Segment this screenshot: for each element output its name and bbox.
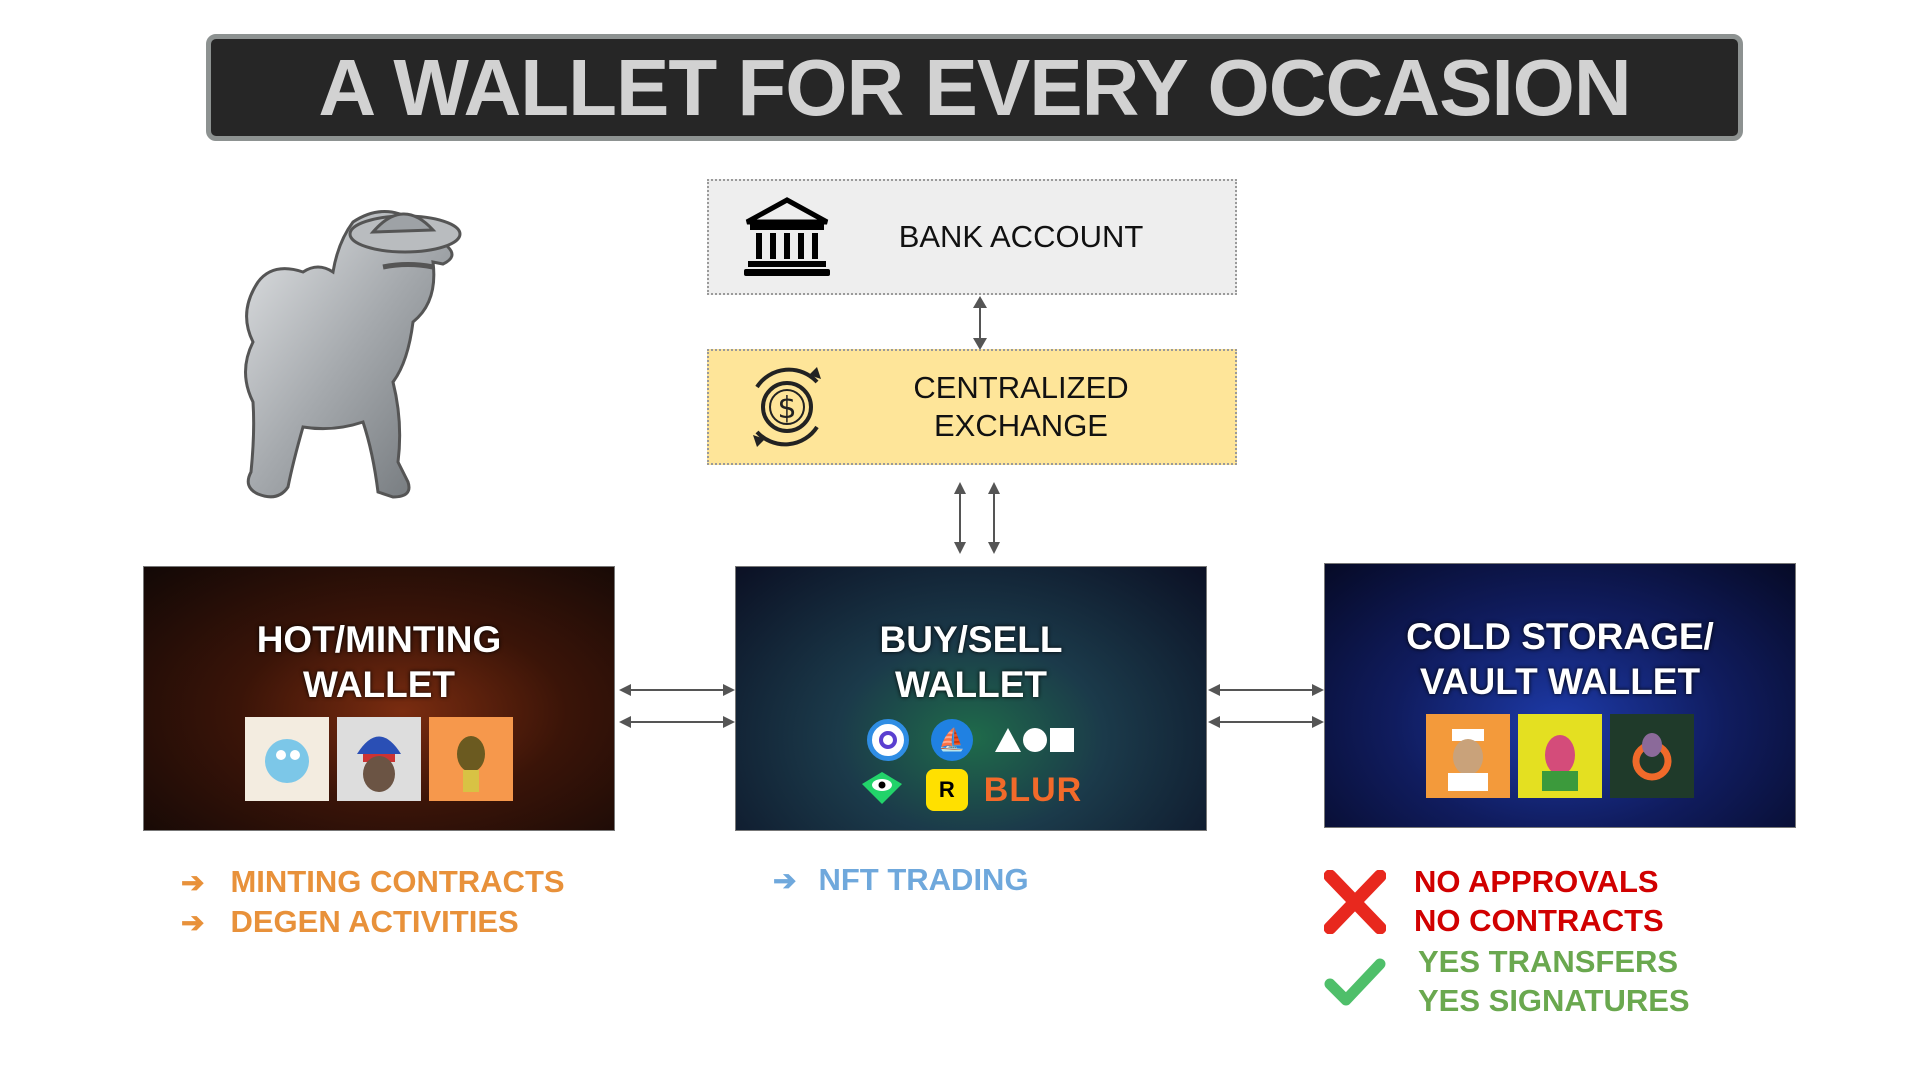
green-check-icon bbox=[1324, 958, 1386, 1006]
nft-thumbnail-lifebuoy-ape bbox=[1610, 714, 1694, 798]
cold-wallet-no-notes: NO APPROVALS NO CONTRACTS bbox=[1414, 862, 1664, 940]
hot-buysell-double-arrows bbox=[619, 684, 735, 728]
x2y2-eye-logo-icon[interactable] bbox=[860, 770, 904, 811]
nft-thumbnail-ape-helmet bbox=[337, 717, 421, 801]
opensea-logo-icon[interactable]: ⛵ bbox=[931, 719, 973, 761]
dollar-exchange-icon: $ bbox=[727, 357, 847, 457]
nft-thumbnail-blue-creature bbox=[245, 717, 329, 801]
exchange-buysell-double-arrows bbox=[954, 482, 1000, 554]
buy-wallet-notes: ➔NFT TRADING bbox=[773, 860, 1029, 900]
buysell-cold-double-arrows bbox=[1208, 684, 1324, 728]
arrow-right-icon: ➔ bbox=[181, 867, 205, 898]
note-item: ➔MINTING CONTRACTS bbox=[181, 864, 565, 899]
svg-text:$: $ bbox=[777, 391, 796, 426]
note-item: ➔NFT TRADING bbox=[773, 862, 1029, 897]
page-title: A WALLET FOR EVERY OCCASION bbox=[318, 42, 1631, 132]
note-item: YES SIGNATURES bbox=[1418, 983, 1690, 1018]
bank-account-label: BANK ACCOUNT bbox=[898, 219, 1144, 254]
hot-wallet-notes: ➔MINTING CONTRACTS ➔DEGEN ACTIVITIES bbox=[181, 862, 565, 942]
nft-thumbnail-bored-ape bbox=[429, 717, 513, 801]
note-item: YES TRANSFERS bbox=[1418, 944, 1679, 979]
looksrare-ring-logo-icon[interactable] bbox=[867, 719, 909, 761]
arrow-right-icon: ➔ bbox=[181, 907, 205, 938]
cold-wallet-yes-notes: YES TRANSFERS YES SIGNATURES bbox=[1418, 942, 1690, 1020]
note-item: NO CONTRACTS bbox=[1414, 903, 1664, 938]
rarible-logo-icon[interactable]: R bbox=[925, 769, 968, 811]
silver-dog-mascot-illustration bbox=[244, 210, 462, 499]
note-item: ➔DEGEN ACTIVITIES bbox=[181, 904, 519, 939]
note-item: NO APPROVALS bbox=[1414, 864, 1659, 899]
bank-exchange-double-arrow bbox=[973, 296, 987, 350]
nft-thumbnail-mutant-ape bbox=[1518, 714, 1602, 798]
title-banner: A WALLET FOR EVERY OCCASION bbox=[206, 34, 1743, 141]
bank-icon bbox=[727, 187, 847, 287]
nft-thumbnail-captain-ape bbox=[1426, 714, 1510, 798]
blur-logo[interactable]: BLUR bbox=[983, 770, 1083, 809]
cold-wallet-title: COLD STORAGE/VAULT WALLET bbox=[1406, 616, 1714, 702]
cold-storage-vault-wallet-panel: COLD STORAGE/VAULT WALLET bbox=[1324, 563, 1796, 828]
foundation-logo-icon[interactable] bbox=[995, 726, 1075, 754]
arrow-right-icon: ➔ bbox=[773, 865, 797, 896]
bank-account-box: BANK ACCOUNT bbox=[707, 179, 1237, 295]
red-x-icon bbox=[1324, 870, 1386, 934]
